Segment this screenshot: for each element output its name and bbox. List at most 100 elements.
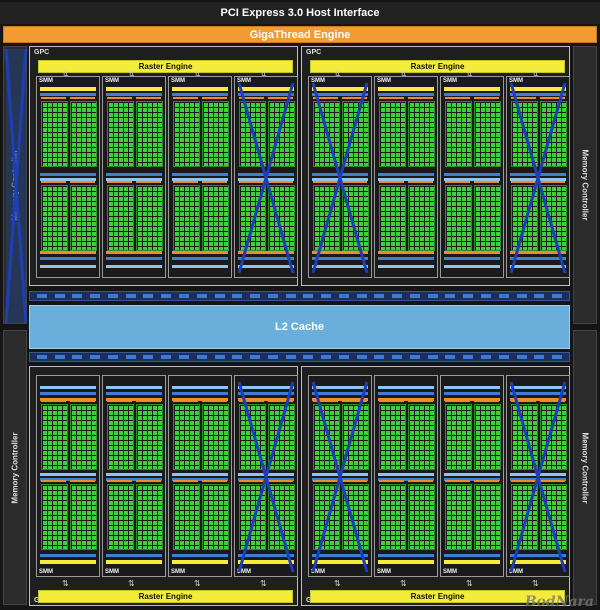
crossbar-segment [90, 294, 101, 298]
smm-bar [378, 386, 434, 389]
smm-bar [238, 554, 294, 557]
smm-bar [172, 173, 228, 176]
register-strip [239, 480, 264, 482]
cuda-core-grid [268, 101, 295, 167]
crossbar-segment [498, 355, 509, 359]
smm-bar [238, 93, 294, 96]
smm-bar [378, 178, 434, 181]
register-strip [379, 181, 404, 183]
smm-bar [238, 173, 294, 176]
register-strip [408, 400, 433, 402]
memory-controller-right-bottom: Memory Controller [573, 330, 597, 605]
arrow-icon: ⇅ [466, 70, 473, 79]
crossbar-segment [54, 355, 65, 359]
cuda-core-grid [511, 185, 538, 251]
crossbar-segment [516, 355, 527, 359]
cuda-core-grid [173, 185, 200, 251]
smm-bar [40, 251, 96, 254]
cuda-core-grid [107, 404, 134, 470]
arrow-icon: ⇅ [532, 579, 539, 588]
cuda-core-grid [136, 484, 163, 550]
register-strip [202, 480, 227, 482]
smm-block: SMM [234, 375, 298, 577]
smm-bar [444, 478, 500, 481]
crossbar-segment [321, 355, 332, 359]
smm-bar [510, 473, 566, 476]
register-strip [342, 480, 367, 482]
smm-bar [106, 257, 162, 260]
cuda-core-grid [173, 404, 200, 470]
cuda-core-grid [379, 404, 406, 470]
register-strip [445, 97, 470, 99]
smm-bar [40, 560, 96, 564]
crossbar-segment [179, 355, 189, 359]
register-strip [173, 400, 198, 402]
smm-bar [40, 473, 96, 476]
smm-label: SMM [509, 78, 523, 84]
arrow-icon: ⇅ [194, 579, 201, 588]
crossbar-segment [196, 294, 207, 298]
crossbar-segment [427, 294, 438, 298]
smm-bar [312, 560, 368, 564]
cuda-core-grid [107, 484, 134, 550]
crossbar-segment [196, 355, 207, 359]
register-strip [173, 97, 198, 99]
smm-bar [444, 554, 500, 557]
crossbar-bottom [29, 352, 570, 362]
cuda-core-grid [511, 404, 538, 470]
register-strip [445, 480, 470, 482]
crossbar-segment [125, 294, 136, 298]
cuda-core-grid [41, 101, 68, 167]
cuda-core-grid [136, 404, 163, 470]
smm-bar [378, 257, 434, 260]
cuda-core-grid [342, 185, 369, 251]
smm-bar [40, 93, 96, 96]
arrow-icon: ⇅ [466, 579, 473, 588]
smm-bar [444, 257, 500, 260]
register-strip [202, 181, 227, 183]
crossbar-segment [534, 355, 545, 359]
l2-cache: L2 Cache [29, 305, 570, 349]
cuda-core-grid [342, 101, 369, 167]
smm-bar [172, 251, 228, 254]
smm-bar [172, 93, 228, 96]
smm-bar [40, 257, 96, 260]
crossbar-segment [392, 355, 403, 359]
register-strip [136, 480, 161, 482]
crossbar-segment [374, 294, 385, 298]
smm-bar [444, 398, 500, 401]
cuda-core-grid [408, 404, 435, 470]
smm-bar [40, 173, 96, 176]
smm-bar [510, 386, 566, 389]
cuda-core-grid [202, 185, 229, 251]
cuda-core-grid [268, 185, 295, 251]
gigathread-engine: GigaThread Engine [3, 26, 597, 43]
crossbar-segment [338, 355, 349, 359]
memory-controller-left-top: Memory Controller [3, 46, 28, 324]
cuda-core-grid [268, 404, 295, 470]
smm-bar [378, 392, 434, 395]
cuda-core-grid [173, 101, 200, 167]
arrow-icon: ⇅ [260, 579, 267, 588]
smm-bar [238, 392, 294, 395]
register-strip [136, 97, 161, 99]
smm-label: SMM [105, 569, 119, 575]
cuda-core-grid [445, 101, 472, 167]
crossbar-segment [214, 294, 225, 298]
cuda-core-grid [202, 484, 229, 550]
cuda-core-grid [445, 185, 472, 251]
smm-bar [312, 554, 368, 557]
smm-bar [172, 560, 228, 564]
cuda-core-grid [41, 404, 68, 470]
crossbar-segment [285, 294, 296, 298]
crossbar-segment [374, 355, 385, 359]
register-strip [379, 400, 404, 402]
cuda-core-grid [445, 484, 472, 550]
smm-bar [444, 473, 500, 476]
cuda-core-grid [474, 404, 501, 470]
crossbar-segment [143, 355, 154, 359]
arrow-icon: ⇅ [400, 579, 407, 588]
smm-bar [312, 386, 368, 389]
